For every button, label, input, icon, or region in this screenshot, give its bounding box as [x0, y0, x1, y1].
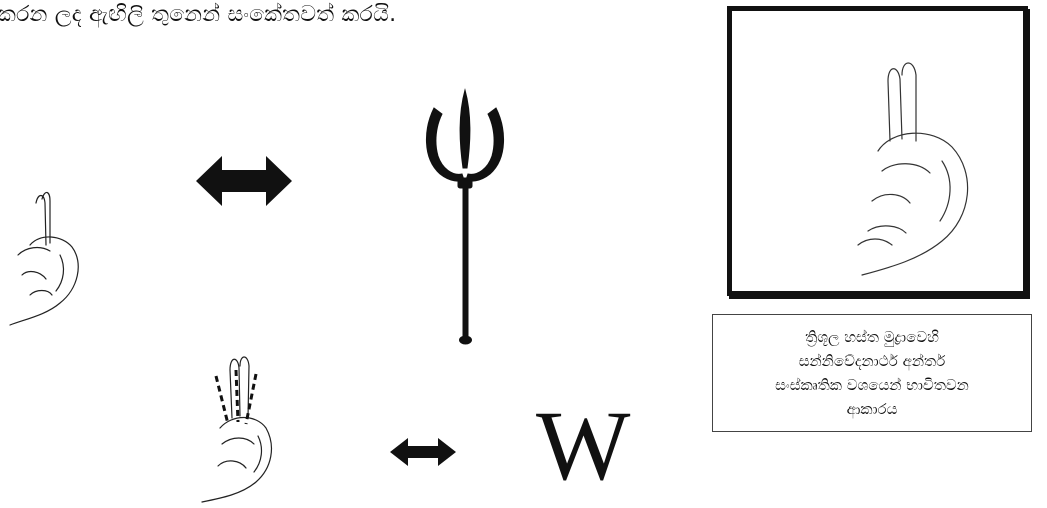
double-headed-arrow-icon — [390, 438, 456, 466]
hand-mudra-icon-bottom — [192, 348, 282, 508]
caption-line: සංස්කෘතික වශයෙන් භාවිතවන — [775, 373, 969, 397]
hand-mudra-icon-framed — [802, 31, 1002, 281]
trident-icon — [420, 88, 510, 348]
instruction-text: කරන ලද ඇඟිලි තුනෙන් සංකේතවත් කරයි. — [0, 2, 396, 27]
caption-line: ත්‍රිශූල හස්ත මුද්‍රාවෙහි — [805, 325, 939, 349]
double-headed-arrow-icon — [196, 156, 292, 206]
framed-hand-image — [727, 6, 1028, 296]
caption-line: සන්නිවේදනාර්ථ අන්තර් — [799, 349, 946, 373]
caption-line: ආකාරය — [847, 397, 898, 421]
hand-mudra-icon-left — [0, 185, 90, 335]
letter-w-symbol: W — [536, 396, 630, 496]
figure-caption: ත්‍රිශූල හස්ත මුද්‍රාවෙහි සන්නිවේදනාර්ථ … — [712, 314, 1032, 432]
